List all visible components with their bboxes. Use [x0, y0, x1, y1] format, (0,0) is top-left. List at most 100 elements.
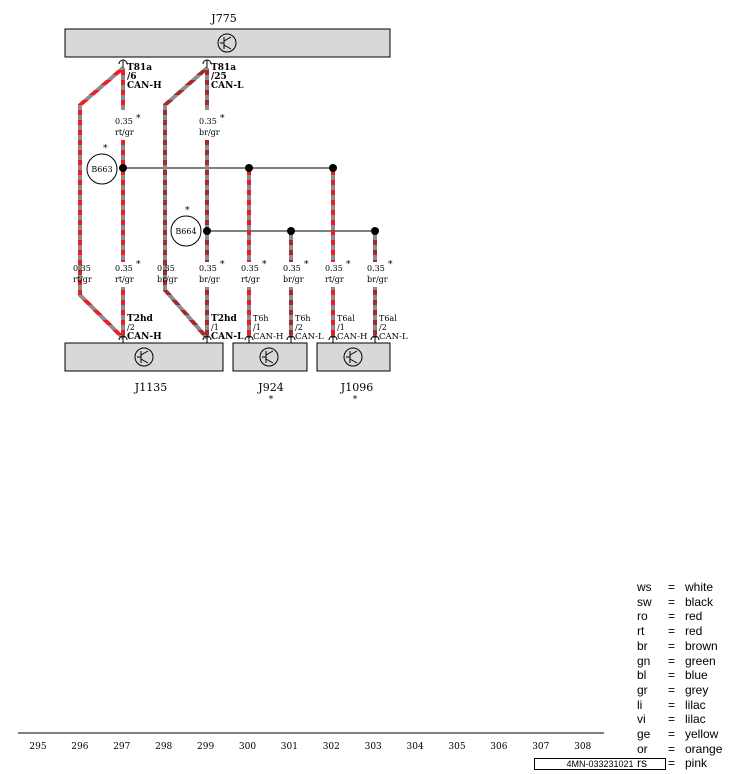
track-number: 303 — [365, 742, 382, 752]
t81a25-name: T81a — [211, 63, 236, 73]
junction-dot — [287, 227, 295, 235]
legend-code: ro — [637, 609, 648, 624]
t81a25-pin: /25 — [211, 72, 227, 82]
j1096-transistor-icon — [343, 347, 363, 367]
part-number-box: 4MN-033231021 — [534, 758, 666, 770]
legend-code: rs — [637, 756, 647, 771]
legend-code: gr — [637, 682, 648, 697]
connector-pin-icon — [118, 59, 212, 68]
junction-dot — [245, 164, 253, 172]
legend-name: yellow — [685, 727, 719, 741]
legend-equals: = — [668, 653, 676, 668]
wire-color: br/gr — [283, 275, 304, 284]
b663-splice — [86, 153, 118, 185]
legend-equals: = — [668, 668, 676, 683]
legend-name: white — [685, 580, 714, 594]
legend-equals: = — [668, 624, 676, 639]
wire-star: * — [304, 260, 309, 270]
track-number: 307 — [532, 742, 549, 752]
legend-equals: = — [668, 609, 676, 624]
wire-can-l-loop — [163, 66, 209, 340]
t6al2-name: T6al — [379, 314, 397, 323]
wire-star: * — [220, 260, 225, 270]
legend-code: ws — [637, 580, 652, 594]
legend-equals: = — [668, 594, 676, 609]
legend-equals: = — [668, 712, 676, 727]
t6h2-pin: /2 — [295, 323, 303, 332]
legend-name: brown — [685, 638, 718, 653]
wire-star: * — [136, 114, 141, 124]
wire-color: br/gr — [199, 128, 220, 137]
track-number: 304 — [407, 742, 424, 752]
wire-color: rt/gr — [115, 128, 134, 137]
legend-code: br — [637, 638, 648, 653]
legend-name: green — [685, 653, 716, 668]
t6al1-pin: /1 — [337, 323, 345, 332]
wire-color: rt/gr — [73, 275, 92, 284]
track-number: 301 — [281, 742, 298, 752]
t6h1-pin: /1 — [253, 323, 261, 332]
track-number: 305 — [448, 742, 465, 752]
legend-code: ge — [637, 727, 651, 741]
junction-dot — [371, 227, 379, 235]
junction-dot — [119, 164, 127, 172]
legend-name: orange — [685, 741, 723, 756]
j775-label: J775 — [210, 12, 236, 25]
wire-size: 0.35 — [115, 264, 133, 273]
j775-panel — [64, 28, 391, 58]
track-number: 308 — [574, 742, 591, 752]
legend-equals: = — [668, 727, 676, 741]
b664-label: B664 — [175, 227, 196, 236]
wire-size: 0.35 — [241, 264, 259, 273]
legend-code: sw — [637, 594, 652, 609]
legend-equals: = — [668, 756, 676, 771]
t2hd1-pin: /1 — [211, 323, 219, 332]
t6al2-signal: CAN-L — [379, 332, 408, 342]
legend-equals: = — [668, 580, 676, 594]
j1096-label: J1096 — [340, 381, 373, 394]
track-number: 299 — [197, 742, 214, 752]
wire-size: 0.35 — [367, 264, 385, 273]
t2hd2-signal: CAN-H — [127, 332, 162, 342]
wires-group — [78, 66, 377, 340]
b663-star: * — [103, 144, 108, 154]
t6al1-name: T6al — [337, 314, 355, 323]
b663-label: B663 — [91, 165, 112, 174]
t2hd1-signal: CAN-L — [211, 332, 244, 342]
j924-label: J924 — [257, 381, 283, 394]
legend-code: gn — [637, 653, 651, 668]
wire-star: * — [136, 260, 141, 270]
wire-color: rt/gr — [325, 275, 344, 284]
t6al2-pin: /2 — [379, 323, 387, 332]
j1135-panel — [64, 342, 224, 372]
wire-size: 0.35 — [325, 264, 343, 273]
t2hd2-pin: /2 — [127, 323, 135, 332]
junction-dot — [203, 227, 211, 235]
wire-color: rt/gr — [115, 275, 134, 284]
legend-code: vi — [637, 712, 646, 727]
track-number: 300 — [239, 742, 256, 752]
t81a6-name: T81a — [127, 63, 152, 73]
j924-star: * — [269, 395, 274, 405]
t81a25-signal: CAN-L — [211, 81, 244, 91]
legend-name: lilac — [685, 712, 706, 727]
wire-color: br/gr — [157, 275, 178, 284]
t2hd2-name: T2hd — [127, 314, 154, 324]
wire-color: rt/gr — [241, 275, 260, 284]
t81a6-signal: CAN-H — [127, 81, 162, 91]
legend-name: lilac — [685, 697, 706, 712]
t81a6-pin: /6 — [127, 72, 137, 82]
legend-name: red — [685, 609, 703, 624]
wire-star: * — [388, 260, 393, 270]
track-number: 295 — [29, 742, 46, 752]
legend-name: grey — [685, 682, 709, 697]
wire-color: br/gr — [199, 275, 220, 284]
wire-size: 0.35 — [283, 264, 301, 273]
wire-star: * — [262, 260, 267, 270]
wire-size: 0.35 — [199, 264, 217, 273]
j1135-transistor-icon — [134, 347, 154, 367]
connector-pin-icon — [118, 335, 380, 343]
legend-code: bl — [637, 668, 647, 683]
